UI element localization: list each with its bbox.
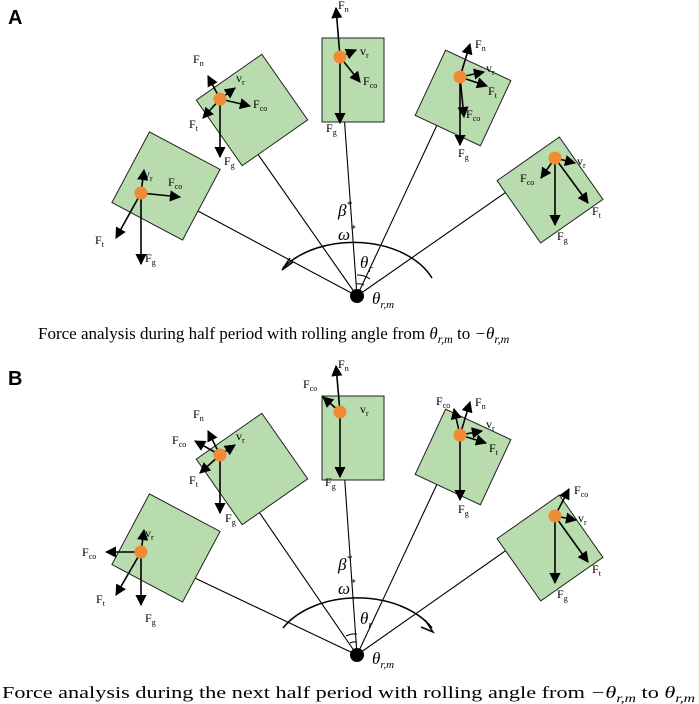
mass-b5: [548, 509, 562, 523]
label-vr-a2: vr: [236, 71, 245, 87]
label-fg-b4: Fg: [458, 502, 469, 518]
label-fg-a5: Fg: [557, 229, 568, 245]
masses-a: [134, 50, 562, 200]
label-fn-a4: Fn: [475, 37, 486, 53]
force-labels-b: vr Fco Ft Fg Fn vr Fco Ft Fg Fn Fco vr F…: [82, 357, 602, 627]
caption-a: Force analysis during half period with r…: [38, 324, 510, 346]
label-ft-b4: Ft: [489, 441, 499, 457]
caption-b: Force analysis during the next half peri…: [2, 683, 695, 704]
mass-a2: [213, 92, 227, 106]
label-fco-a5: Fco: [520, 171, 534, 187]
label-fn-b2: Fn: [193, 407, 204, 423]
panel-b: B β* ω* θr θr,m: [2, 357, 695, 704]
label-fco-b5: Fco: [574, 483, 588, 499]
swing-arc-arrowhead-b: [420, 619, 435, 634]
label-fco-b1: Fco: [82, 545, 96, 561]
label-ft-a2: Ft: [189, 117, 199, 133]
label-fn-b3: Fn: [338, 357, 349, 373]
label-fco-a2: Fco: [253, 97, 267, 113]
label-fg-b5: Fg: [557, 587, 568, 603]
label-fco-b2: Fco: [172, 433, 186, 449]
label-fn-b4: Fn: [475, 395, 486, 411]
label-fg-a3: Fg: [326, 121, 337, 137]
beta-label-a: β*: [337, 199, 352, 220]
theta-rm-label-b: θr,m: [372, 649, 394, 671]
label-ft-a5: Ft: [592, 204, 602, 220]
pivot-a: [350, 289, 364, 303]
masses-b: [134, 405, 562, 559]
panel-a-letter: A: [8, 7, 22, 29]
box-b3: [321, 395, 385, 481]
label-fg-a4: Fg: [458, 146, 469, 162]
mass-a4: [453, 70, 467, 84]
theta-r-label-b: θr: [360, 609, 373, 631]
label-ft-b5: Ft: [592, 562, 602, 578]
mass-b2: [213, 448, 227, 462]
panel-b-letter: B: [8, 368, 22, 390]
label-fco-a3: Fco: [363, 74, 377, 90]
label-fn-a2: Fn: [193, 52, 204, 68]
label-fco-a4: Fco: [466, 107, 480, 123]
force-labels-a: vr Fco Ft Fg Fn vr Fco Ft Fg Fn vr Fco F…: [95, 0, 602, 267]
box-b4: [414, 408, 512, 506]
label-fg-a2: Fg: [224, 154, 235, 170]
label-vr-a5: vr: [577, 154, 586, 170]
panel-a: A β* ω* θr θr,m: [8, 0, 604, 346]
box-a2: [195, 53, 309, 167]
swing-arc-a: [282, 241, 433, 279]
mass-boxes-b: [111, 395, 604, 603]
label-ft-b2: Ft: [189, 473, 199, 489]
mass-boxes-a: [111, 37, 604, 244]
box-a5: [496, 136, 604, 244]
omega-label-b: ω*: [338, 577, 356, 598]
swing-arc-arrowhead-a: [281, 257, 294, 271]
beta-label-b: β*: [337, 553, 352, 574]
mass-b4: [453, 428, 467, 442]
label-fco-a1: Fco: [168, 175, 182, 191]
label-vr-b2: vr: [236, 429, 245, 445]
label-vr-a1: vr: [144, 167, 153, 183]
label-fco-b3: Fco: [303, 377, 317, 393]
mass-a3: [333, 50, 347, 64]
box-b5: [496, 494, 604, 602]
label-fco-b4: Fco: [436, 394, 450, 410]
theta-rm-label-a: θr,m: [372, 289, 394, 311]
mass-a5: [548, 151, 562, 165]
label-fg-b3: Fg: [325, 475, 336, 491]
label-vr-b5: vr: [578, 511, 587, 527]
label-ft-b1: Ft: [96, 592, 106, 608]
omega-label-a: ω*: [338, 223, 356, 244]
label-ft-a4: Ft: [488, 84, 498, 100]
label-vr-b3: vr: [360, 402, 369, 418]
box-b1: [111, 493, 221, 603]
mass-b3: [333, 405, 347, 419]
pivot-b: [350, 648, 364, 662]
box-a1: [111, 131, 221, 241]
theta-arc-a: [356, 274, 371, 280]
label-fn-a3: Fn: [338, 0, 349, 14]
label-fg-a1: Fg: [145, 251, 156, 267]
label-fg-b2: Fg: [225, 511, 236, 527]
theta-arc-b: [345, 633, 358, 637]
label-fg-b1: Fg: [145, 611, 156, 627]
label-vr-b1: vr: [145, 526, 154, 542]
mass-b1: [134, 545, 148, 559]
label-vr-b4: vr: [486, 417, 495, 433]
box-b2: [195, 412, 309, 526]
mass-a1: [134, 186, 148, 200]
theta-arc-inner-b: [349, 641, 358, 644]
label-vr-a4: vr: [486, 61, 495, 77]
label-ft-a1: Ft: [95, 233, 105, 249]
swing-arc-b: [282, 597, 433, 629]
theta-arc-inner-a: [355, 283, 365, 286]
label-vr-a3: vr: [360, 44, 369, 60]
box-a4: [414, 49, 512, 147]
theta-r-label-a: θr: [360, 253, 373, 275]
